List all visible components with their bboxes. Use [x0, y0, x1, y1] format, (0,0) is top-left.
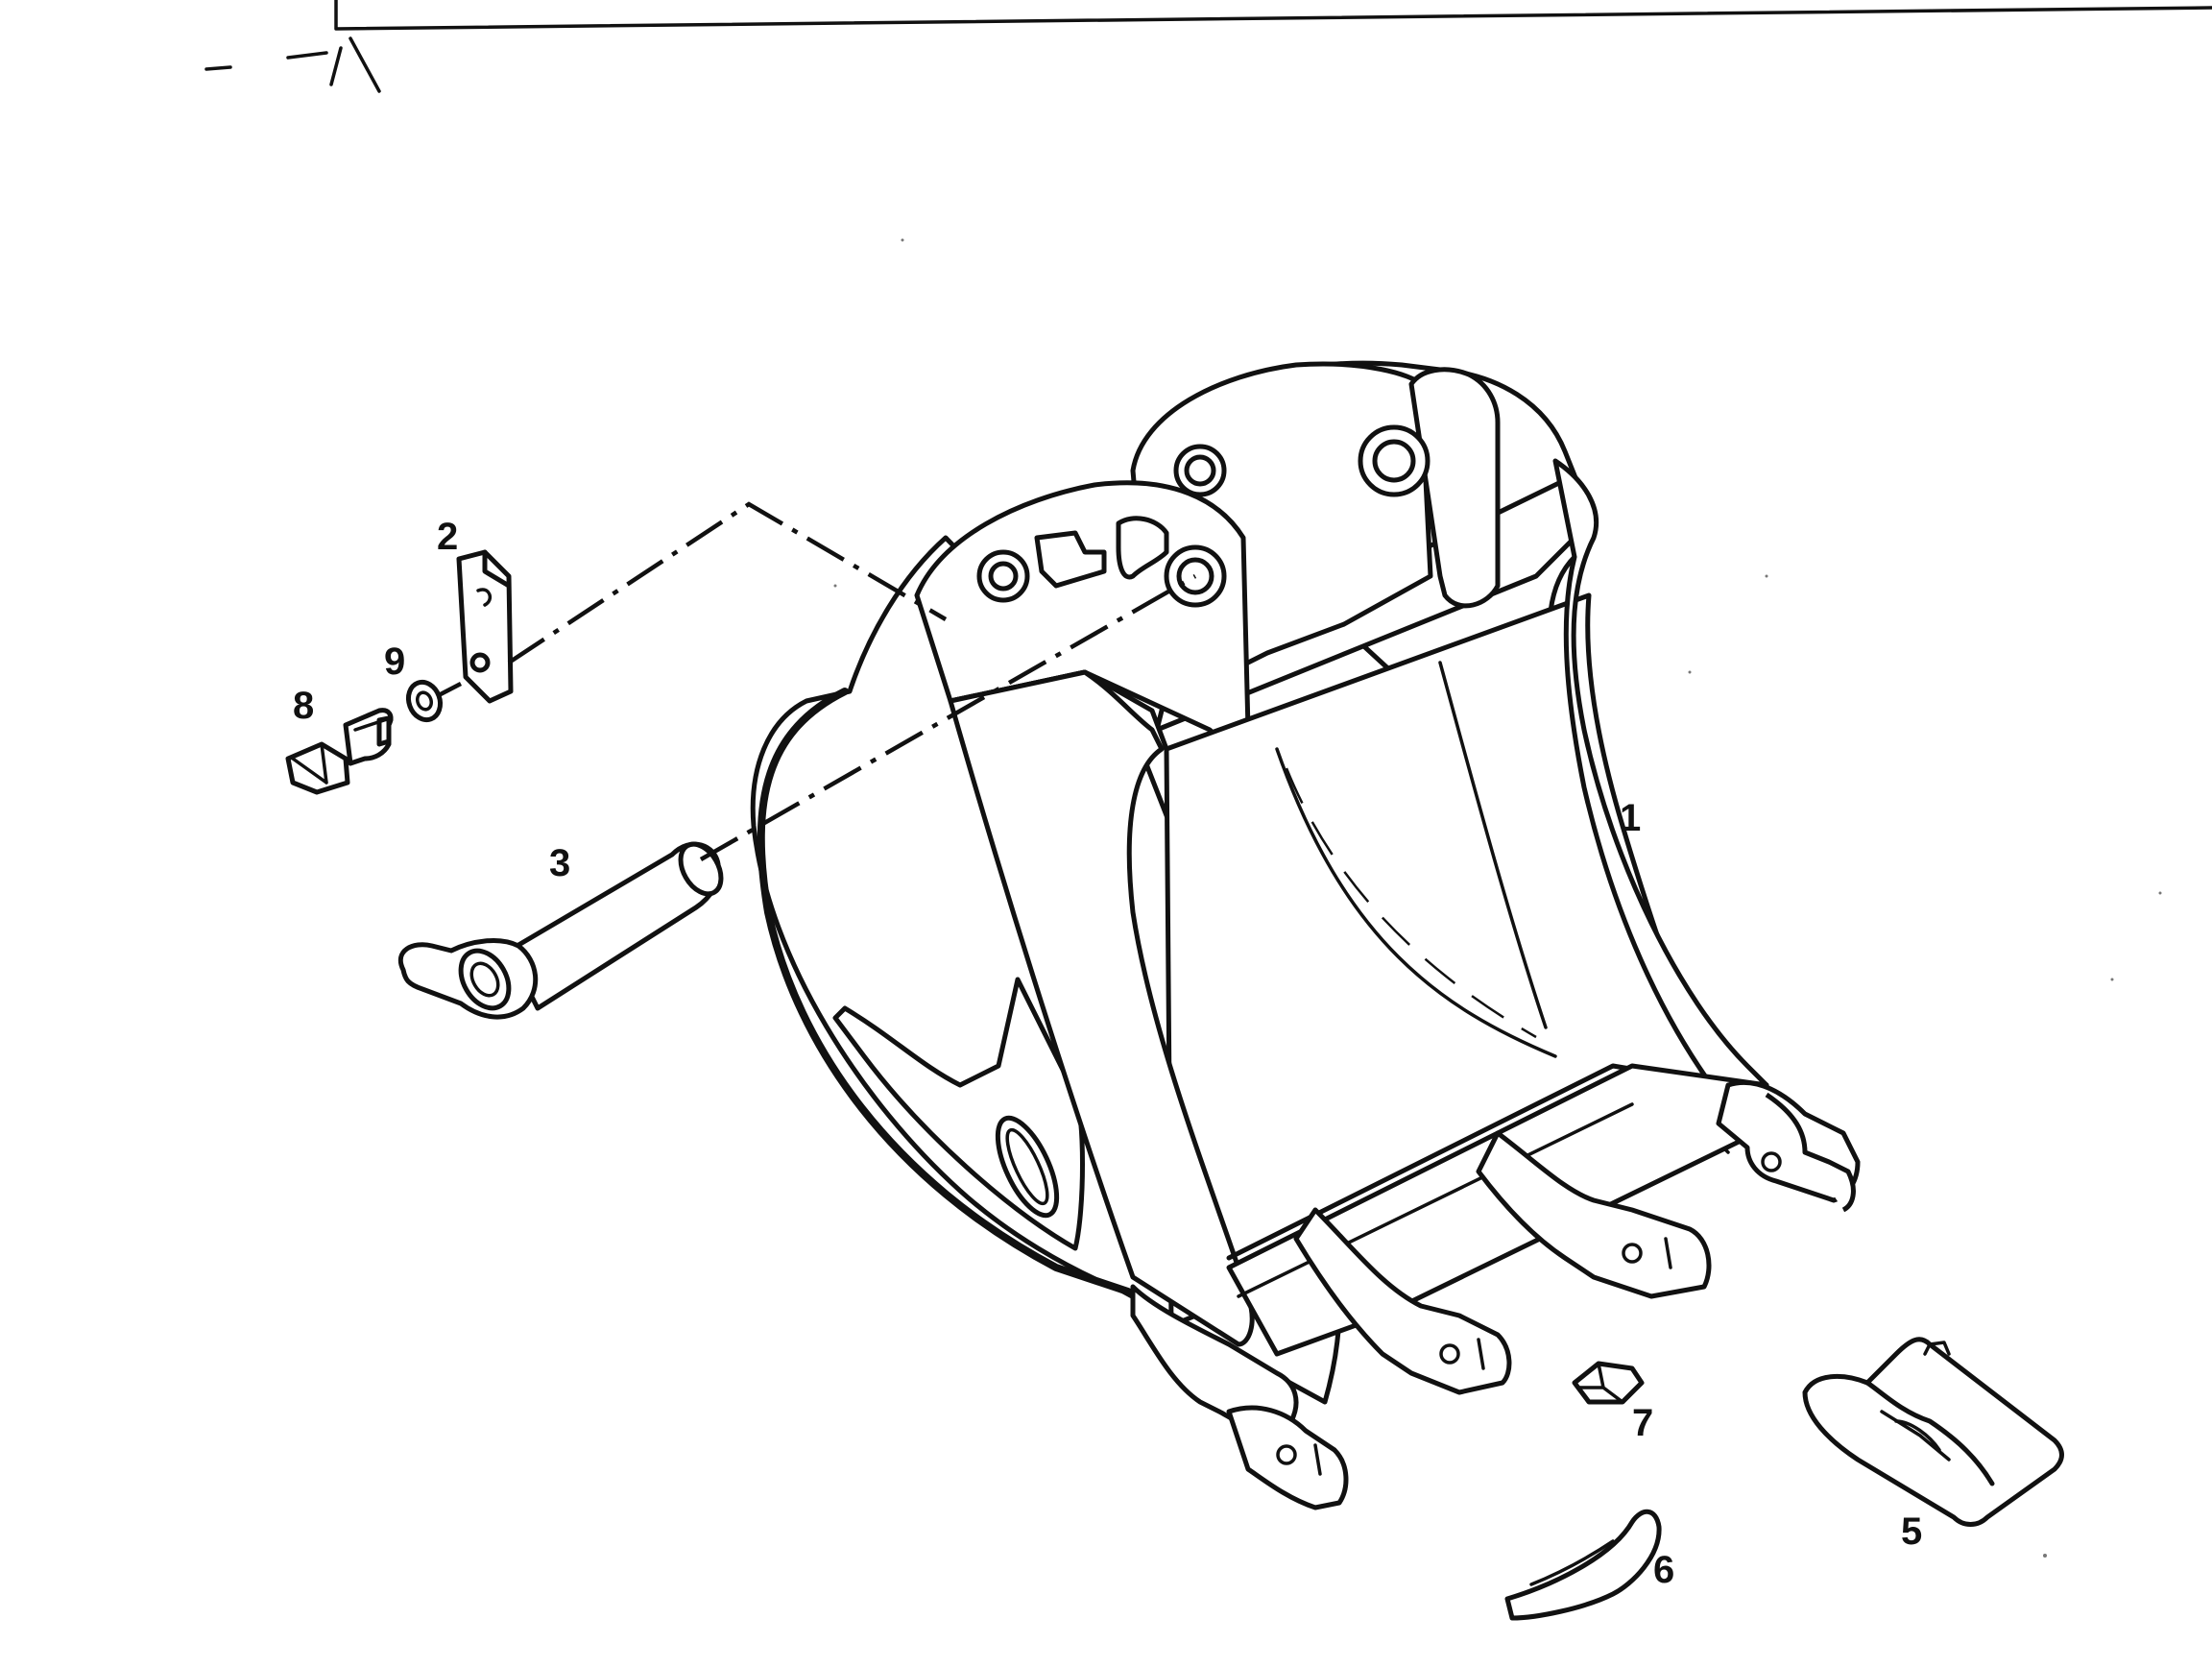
bolt-part — [285, 708, 394, 795]
washer-part — [405, 679, 444, 723]
tooth-pin-part — [1504, 1509, 1662, 1621]
callout-3: 3 — [549, 842, 570, 884]
lock-plate-part — [456, 549, 514, 704]
callout-9: 9 — [384, 640, 405, 683]
callout-5: 5 — [1901, 1510, 1922, 1553]
assembly-centerlines — [435, 501, 1197, 861]
pin-part — [397, 841, 724, 1020]
bucket-body — [750, 360, 1861, 1510]
callout-2: 2 — [437, 516, 458, 558]
callout-7: 7 — [1632, 1402, 1653, 1444]
teeth-adapters — [1130, 1079, 1861, 1510]
tooth-part — [1802, 1337, 2064, 1527]
callout-1: 1 — [1620, 797, 1641, 839]
callout-8: 8 — [293, 685, 314, 727]
callout-6: 6 — [1653, 1549, 1674, 1591]
clip-part — [1572, 1361, 1645, 1405]
callout-labels: 1 2 3 5 6 7 8 9 — [293, 516, 1922, 1591]
